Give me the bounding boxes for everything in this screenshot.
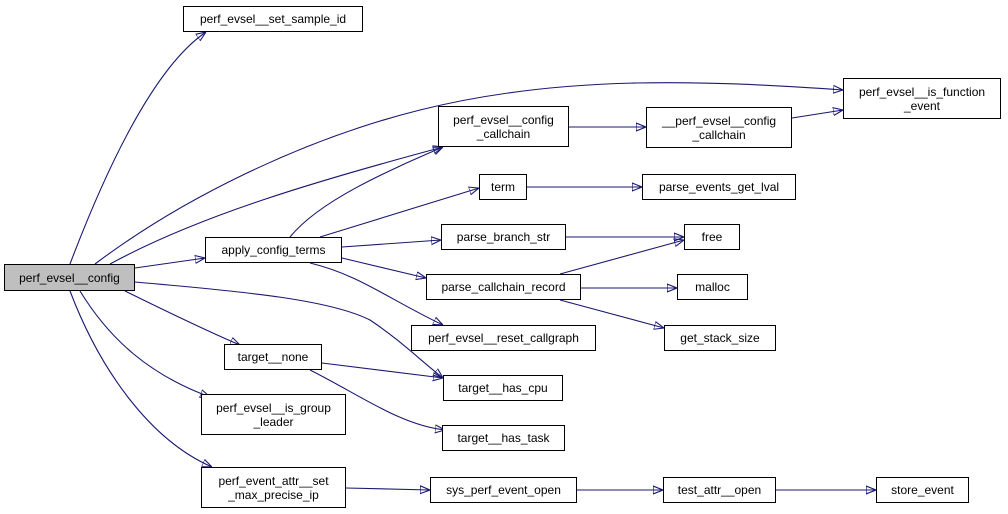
node-parse-events-get-lval[interactable]: parse_events_get_lval bbox=[642, 174, 796, 200]
node-malloc[interactable]: malloc bbox=[677, 274, 748, 300]
edge-perf_event_attr__set_max_precise_ip-to-sys_perf_event_open bbox=[345, 488, 430, 490]
edge-apply_config_terms-to-parse_branch_str bbox=[341, 240, 441, 248]
node-apply-config-terms[interactable]: apply_config_terms bbox=[205, 237, 342, 263]
edge-perf_evsel__config-to-perf_evsel__set_sample_id bbox=[69, 32, 206, 265]
node-target-none[interactable]: target__none bbox=[224, 344, 322, 370]
edge-perf_evsel__config-to-perf_evsel__is_function_event bbox=[94, 82, 843, 265]
edge-perf_evsel__config-to-perf_evsel__config_callchain bbox=[109, 147, 443, 265]
node-target-has-task[interactable]: target__has_task bbox=[442, 425, 565, 451]
edge-apply_config_terms-to-term bbox=[319, 188, 479, 238]
node-get-stack-size[interactable]: get_stack_size bbox=[664, 325, 776, 351]
edge-parse_callchain_record-to-free bbox=[559, 240, 684, 275]
edge-target__none-to-target__has_cpu bbox=[321, 362, 443, 378]
edge-parse_callchain_record-to-get_stack_size bbox=[559, 299, 664, 328]
node-perf-evsel-set-sample-id[interactable]: perf_evsel__set_sample_id bbox=[183, 6, 363, 32]
node-perf-evsel-reset-callgraph[interactable]: perf_evsel__reset_callgraph bbox=[411, 325, 596, 351]
node-test-attr-open[interactable]: test_attr__open bbox=[663, 477, 776, 503]
edge-apply_config_terms-to-perf_evsel__config_callchain bbox=[289, 147, 443, 238]
node-perf-evsel-is-function-event[interactable]: perf_evsel__is_function _event bbox=[843, 78, 1001, 119]
edge-target__none-to-target__has_task bbox=[309, 369, 445, 430]
edge-perf_evsel__config-to-target__has_cpu bbox=[134, 281, 443, 378]
edge-__perf_evsel__config_callchain-to-perf_evsel__is_function_event bbox=[791, 110, 843, 119]
node-internal-perf-evsel-config-callchain[interactable]: __perf_evsel__config _callchain bbox=[646, 107, 792, 148]
node-parse-branch-str[interactable]: parse_branch_str bbox=[441, 224, 566, 250]
node-target-has-cpu[interactable]: target__has_cpu bbox=[443, 375, 563, 401]
node-perf-event-attr-set-max-precise-ip[interactable]: perf_event_attr__set _max_precise_ip bbox=[201, 467, 346, 508]
edge-perf_evsel__config-to-perf_evsel__is_group_leader bbox=[79, 290, 210, 397]
node-perf-evsel-is-group-leader[interactable]: perf_evsel__is_group _leader bbox=[201, 394, 346, 435]
edge-perf_evsel__config-to-apply_config_terms bbox=[134, 258, 205, 269]
node-free[interactable]: free bbox=[684, 224, 740, 250]
edge-perf_evsel__config-to-target__none bbox=[124, 290, 240, 345]
node-perf-evsel-config[interactable]: perf_evsel__config bbox=[4, 264, 135, 291]
node-term[interactable]: term bbox=[479, 174, 527, 200]
edge-perf_evsel__config-to-perf_event_attr__set_max_precise_ip bbox=[69, 290, 212, 467]
node-parse-callchain-record[interactable]: parse_callchain_record bbox=[426, 274, 581, 300]
edge-apply_config_terms-to-perf_evsel__reset_callgraph bbox=[309, 262, 443, 325]
node-store-event[interactable]: store_event bbox=[876, 477, 969, 503]
node-sys-perf-event-open[interactable]: sys_perf_event_open bbox=[430, 477, 577, 503]
edge-apply_config_terms-to-parse_callchain_record bbox=[341, 257, 426, 278]
node-perf-evsel-config-callchain[interactable]: perf_evsel__config _callchain bbox=[438, 106, 569, 147]
